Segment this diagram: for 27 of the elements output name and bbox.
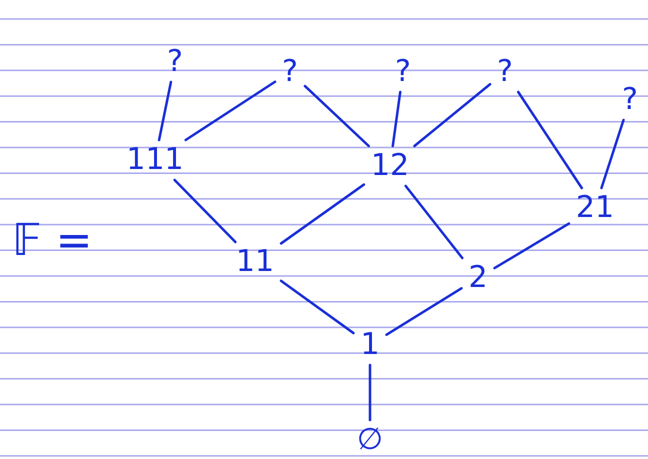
node-label: ∅: [352, 423, 388, 457]
node-label: 111: [122, 143, 188, 177]
node-label: ?: [618, 83, 642, 117]
connector-line: [600, 118, 625, 190]
connector-line: [392, 90, 402, 148]
connector-line: [516, 90, 584, 190]
node-label: 21: [572, 191, 618, 225]
connector-line: [158, 80, 172, 142]
node-label: 11: [232, 245, 278, 279]
node-label: ?: [278, 55, 302, 89]
connector-line: [368, 364, 372, 422]
node-label: ?: [391, 55, 415, 89]
connector-line: [385, 287, 463, 336]
connector-line: [304, 84, 370, 148]
node-label: ?: [493, 55, 517, 89]
connector-line: [493, 222, 570, 270]
node-label: 2: [464, 261, 492, 295]
connector-line: [404, 184, 464, 260]
connector-line: [413, 82, 492, 148]
node-label: ?: [163, 45, 187, 79]
connector-line: [184, 80, 276, 142]
connector-line: [280, 183, 366, 245]
connector-line: [280, 280, 355, 334]
node-label: 12: [366, 149, 414, 183]
node-label: 1: [356, 328, 384, 362]
connector-line: [173, 178, 237, 244]
set-label: 𝔽 =: [12, 215, 92, 266]
